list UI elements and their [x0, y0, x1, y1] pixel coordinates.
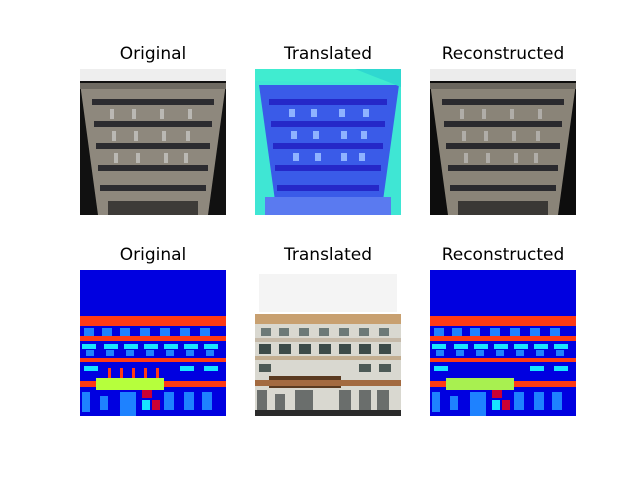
panel-title: Original — [119, 44, 187, 64]
facade-label-map-reconstructed — [430, 270, 576, 416]
building-photo-original — [80, 69, 226, 215]
panel-title: Translated — [284, 44, 372, 64]
facade-label-map-original — [80, 270, 226, 416]
building-label-map-translated — [255, 69, 401, 215]
panel-title: Original — [119, 245, 187, 265]
panel-title: Reconstructed — [441, 245, 565, 265]
building-photo-reconstructed — [430, 69, 576, 215]
panel-title: Reconstructed — [441, 44, 565, 64]
panel-title: Translated — [284, 245, 372, 265]
facade-photo-translated — [255, 270, 401, 416]
